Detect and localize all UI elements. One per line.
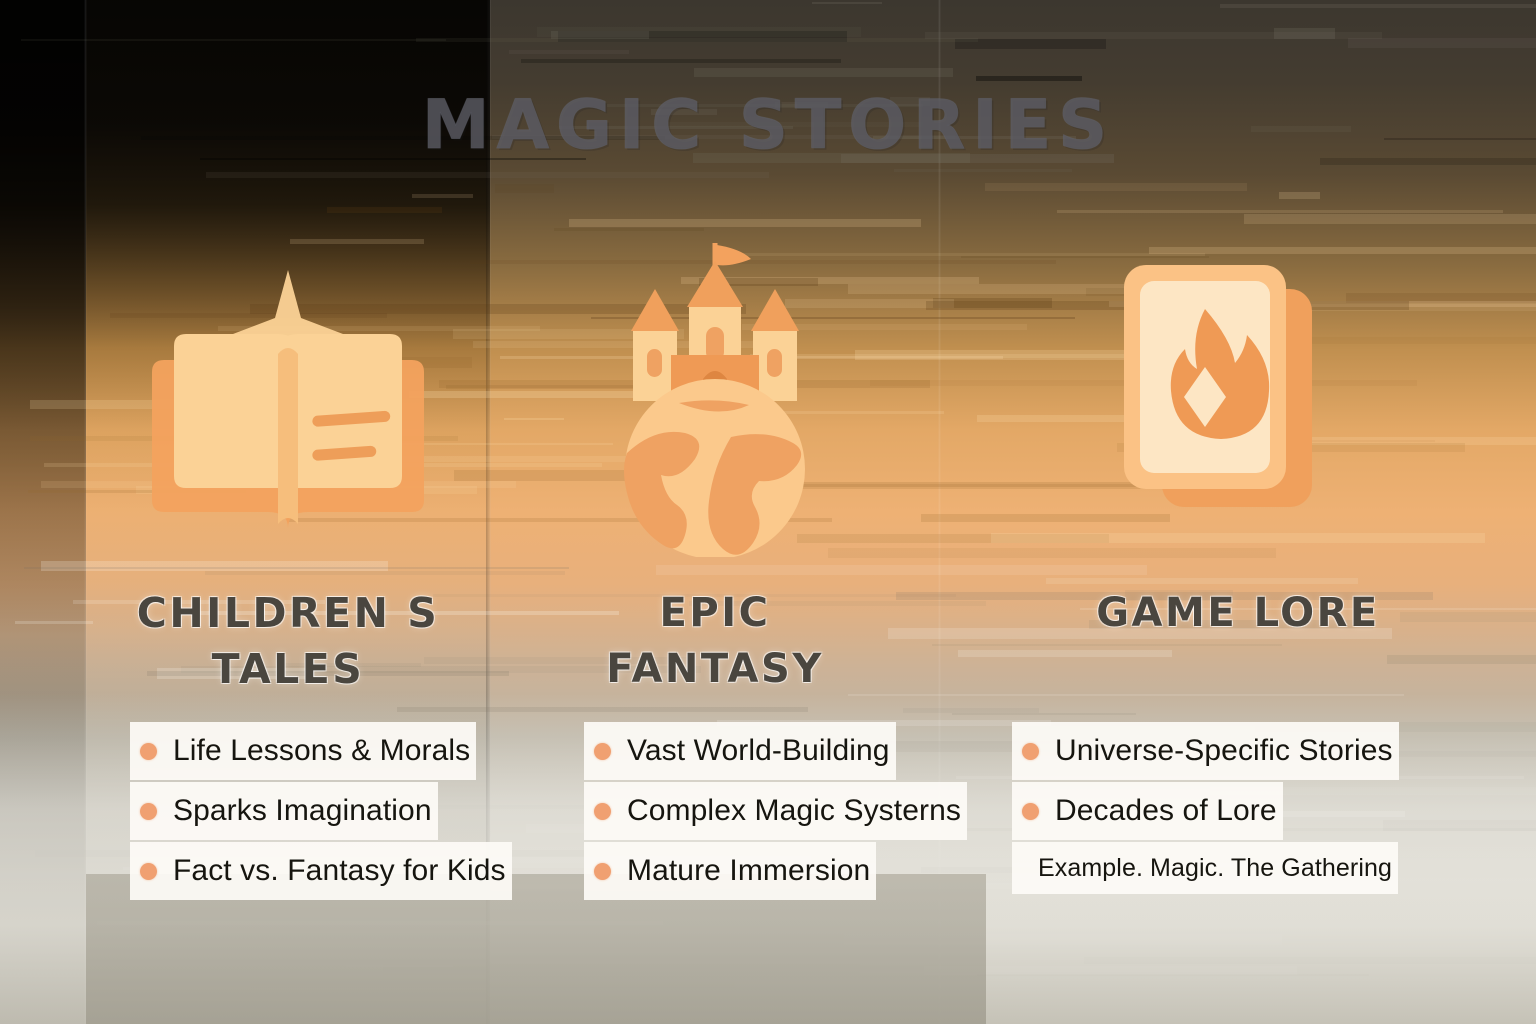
list-item: Vast World-Building	[584, 722, 896, 780]
list-item-label: Decades of Lore	[1055, 794, 1277, 827]
list-item-label: Mature Immersion	[627, 854, 871, 887]
list-item: Mature Immersion	[584, 842, 877, 900]
bullet-dot-icon	[594, 802, 611, 820]
list-item: Decades of Lore	[1012, 782, 1283, 840]
list-item-label: Complex Magic Systerns	[627, 794, 961, 827]
list-item-label: Sparks Imagination	[173, 794, 432, 827]
column-bullet-list: Universe-Specific Stories Decades of Lor…	[940, 722, 1536, 896]
column-bullet-list: Vast World-Building Complex Magic Syster…	[490, 722, 967, 902]
open-book-with-sparkle-icon	[86, 232, 490, 562]
list-item-label: Vast World-Building	[627, 734, 890, 767]
column-childrens-tales: CHILDREN S TALES Life Lessons & Morals S…	[86, 0, 512, 1024]
list-item: Universe-Specific Stories	[1012, 722, 1399, 780]
column-heading: GAME LORE	[1096, 590, 1380, 636]
bullet-dot-icon	[140, 802, 157, 820]
list-item-label: Example. Magic. The Gathering	[1038, 853, 1392, 882]
list-item-label: Life Lessons & Morals	[173, 734, 471, 767]
list-item-note: Example. Magic. The Gathering	[1012, 842, 1398, 894]
list-item: Life Lessons & Morals	[130, 722, 477, 780]
list-item: Fact vs. Fantasy for Kids	[130, 842, 512, 900]
column-bullet-list: Life Lessons & Morals Sparks Imagination…	[86, 722, 512, 902]
bullet-dot-icon	[594, 862, 611, 880]
castle-on-globe-icon	[490, 232, 940, 562]
column-heading: EPIC FANTASY	[606, 590, 824, 692]
bullet-dot-icon	[594, 742, 611, 760]
far-left-seam	[84, 0, 87, 1024]
column-heading: CHILDREN S TALES	[136, 589, 440, 693]
bullet-dot-icon	[1022, 802, 1039, 820]
list-item-label: Fact vs. Fantasy for Kids	[173, 854, 506, 887]
card-stack-with-flame-icon	[940, 232, 1536, 562]
bullet-dot-icon	[1022, 742, 1039, 760]
page-title: MAGIC STORIES	[421, 86, 1115, 166]
list-item: Complex Magic Systerns	[584, 782, 967, 840]
column-game-lore: GAME LORE Universe-Specific Stories Deca…	[940, 0, 1536, 1024]
bullet-dot-icon	[140, 862, 157, 880]
column-epic-fantasy: EPIC FANTASY Vast World-Building Complex…	[490, 0, 967, 1024]
list-item-label: Universe-Specific Stories	[1055, 734, 1393, 767]
right-panel-seam	[938, 0, 941, 1024]
left-panel-seam	[486, 0, 491, 1024]
bullet-dot-icon	[140, 742, 157, 760]
list-item: Sparks Imagination	[130, 782, 438, 840]
